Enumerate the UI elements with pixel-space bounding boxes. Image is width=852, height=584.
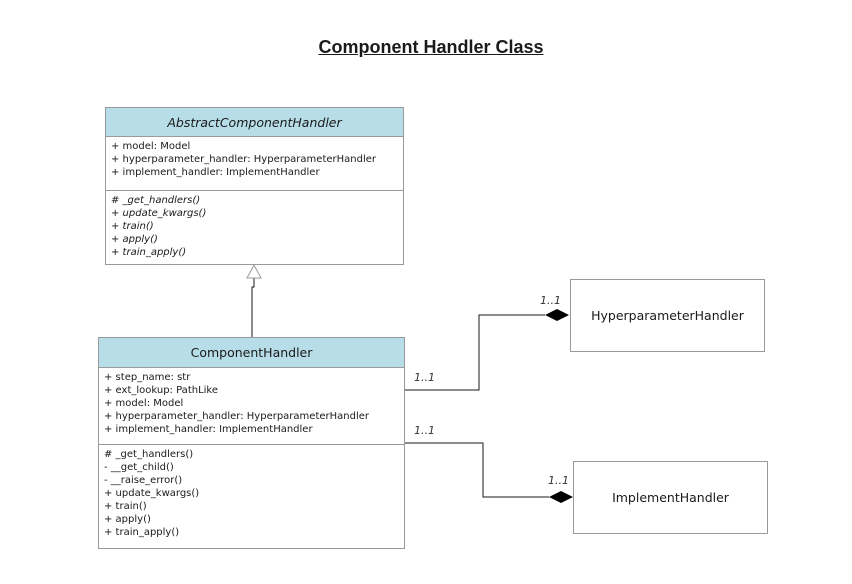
attributes-section: + model: Model + hyperparameter_handler:… [106, 137, 403, 190]
multiplicity-label-source-hyperparameter: 1..1 [414, 371, 435, 384]
methods-section: # _get_handlers() + update_kwargs() + tr… [106, 190, 403, 263]
multiplicity-label-target-implement: 1..1 [548, 474, 569, 487]
method-row: # _get_handlers() [111, 195, 201, 206]
multiplicity-label-target-hyperparameter: 1..1 [540, 294, 561, 307]
method-row: + train() [104, 501, 147, 512]
attribute-row: + hyperparameter_handler: Hyperparameter… [104, 411, 369, 422]
method-row: + apply() [111, 234, 158, 245]
methods-section: # _get_handlers() - __get_child() - __ra… [99, 444, 404, 543]
method-row: - __get_child() [104, 462, 174, 473]
association-line-hyperparameter [405, 314, 545, 391]
method-row: + train() [111, 221, 154, 232]
attribute-row: + implement_handler: ImplementHandler [111, 167, 320, 178]
association-line-implement [405, 442, 549, 498]
class-name: ComponentHandler [99, 338, 404, 368]
method-row: + train_apply() [104, 527, 180, 538]
method-row: + apply() [104, 514, 151, 525]
attribute-row: + model: Model [104, 398, 184, 409]
attribute-row: + implement_handler: ImplementHandler [104, 424, 313, 435]
hyperparameter-handler-class[interactable]: HyperparameterHandler [570, 279, 765, 352]
attribute-row: + model: Model [111, 141, 191, 152]
inheritance-arrowhead [246, 263, 262, 279]
implement-handler-class[interactable]: ImplementHandler [573, 461, 768, 534]
attribute-row: + ext_lookup: PathLike [104, 385, 219, 396]
component-handler-class[interactable]: ComponentHandler + step_name: str + ext_… [98, 337, 405, 549]
composition-diamond-hyperparameter [545, 309, 569, 321]
method-row: - __raise_error() [104, 475, 183, 486]
inheritance-line [251, 278, 255, 337]
diagram-title: Component Handler Class [318, 37, 544, 57]
class-name: HyperparameterHandler [591, 308, 744, 323]
method-row: + update_kwargs() [111, 208, 207, 219]
method-row: + train_apply() [111, 247, 187, 258]
multiplicity-label-source-implement: 1..1 [414, 424, 435, 437]
abstract-component-handler-class[interactable]: AbstractComponentHandler + model: Model … [105, 107, 404, 265]
composition-diamond-implement [549, 491, 573, 503]
attributes-section: + step_name: str + ext_lookup: PathLike … [99, 368, 404, 444]
attribute-row: + step_name: str [104, 372, 191, 383]
class-name: ImplementHandler [612, 490, 729, 505]
class-name: AbstractComponentHandler [106, 108, 403, 137]
method-row: + update_kwargs() [104, 488, 200, 499]
attribute-row: + hyperparameter_handler: Hyperparameter… [111, 154, 376, 165]
method-row: # _get_handlers() [104, 449, 194, 460]
